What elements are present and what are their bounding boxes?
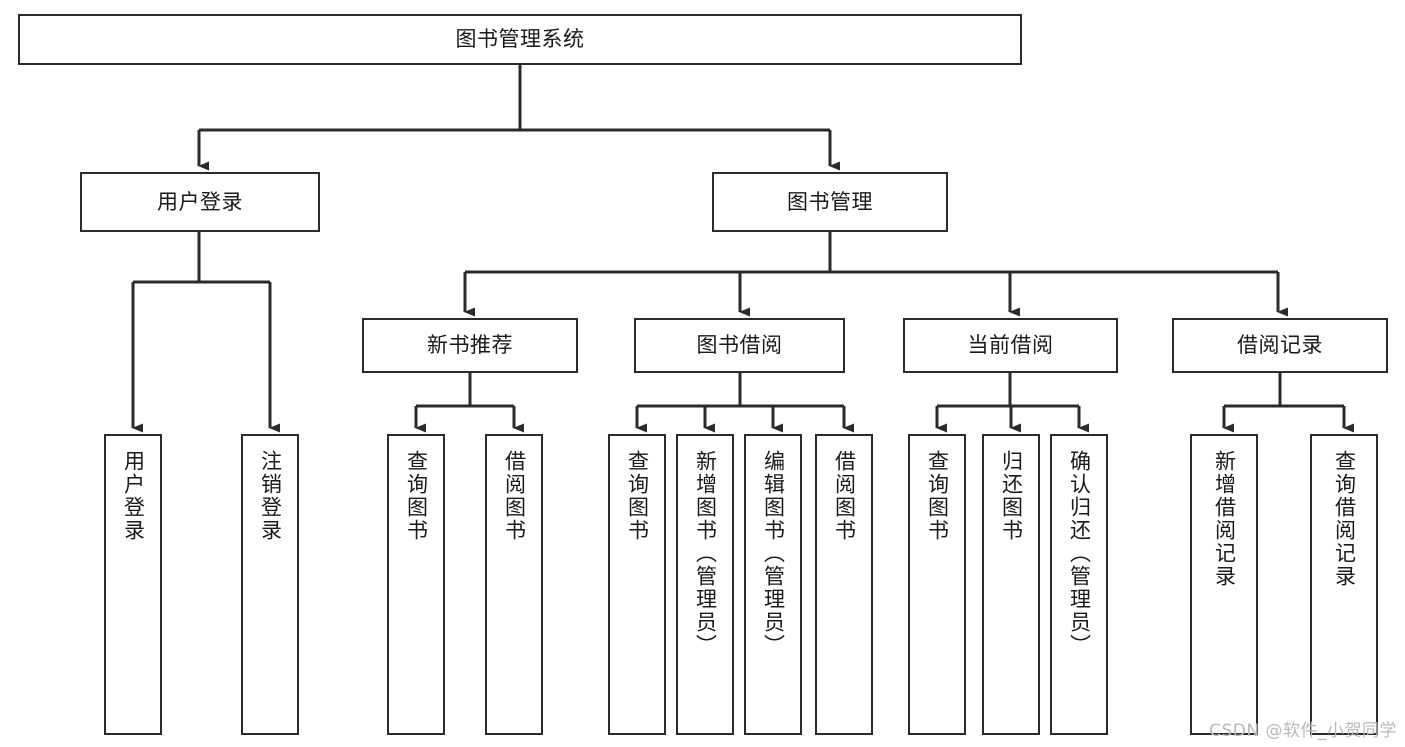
node-book-borrow-label: 图书借阅	[696, 333, 783, 358]
node-leaf-rec-query2[interactable]: 查询借阅记录	[1310, 434, 1378, 735]
node-leaf-user-logout-label: 注销登录	[258, 450, 283, 542]
node-leaf-borrow-add-label: 新增图书（管理员）	[693, 450, 718, 657]
node-leaf-rec-query[interactable]: 查询图书	[387, 434, 445, 735]
node-root[interactable]: 图书管理系统	[18, 14, 1022, 65]
node-leaf-borrow-query-label: 查询图书	[625, 450, 650, 542]
csdn-watermark: CSDN @软件_小贺同学	[1209, 721, 1397, 741]
node-leaf-rec-add[interactable]: 新增借阅记录	[1190, 434, 1258, 735]
node-leaf-rec-query2-label: 查询借阅记录	[1332, 450, 1357, 588]
node-leaf-borrow-lend[interactable]: 借阅图书	[815, 434, 873, 735]
node-current-borrow[interactable]: 当前借阅	[903, 318, 1118, 373]
node-new-book-rec[interactable]: 新书推荐	[362, 318, 578, 373]
node-leaf-borrow-edit[interactable]: 编辑图书（管理员）	[744, 434, 802, 735]
node-leaf-rec-add-label: 新增借阅记录	[1212, 450, 1237, 588]
node-borrow-record-label: 借阅记录	[1237, 333, 1323, 358]
node-leaf-cur-confirm[interactable]: 确认归还（管理员）	[1050, 434, 1108, 735]
node-new-book-rec-label: 新书推荐	[427, 333, 513, 358]
node-leaf-cur-return[interactable]: 归还图书	[982, 434, 1040, 735]
node-user-login-label: 用户登录	[157, 189, 243, 214]
node-leaf-user-login-label: 用户登录	[121, 450, 146, 542]
node-leaf-rec-query-label: 查询图书	[404, 450, 429, 542]
node-book-manage[interactable]: 图书管理	[712, 172, 948, 232]
node-leaf-borrow-query[interactable]: 查询图书	[608, 434, 666, 735]
node-root-label: 图书管理系统	[455, 27, 585, 52]
node-leaf-rec-borrow[interactable]: 借阅图书	[485, 434, 543, 735]
node-current-borrow-label: 当前借阅	[967, 333, 1054, 358]
node-leaf-user-logout[interactable]: 注销登录	[241, 434, 299, 735]
node-leaf-borrow-edit-label: 编辑图书（管理员）	[761, 450, 786, 657]
node-leaf-cur-confirm-label: 确认归还（管理员）	[1067, 450, 1092, 657]
node-leaf-cur-query[interactable]: 查询图书	[908, 434, 966, 735]
node-book-manage-label: 图书管理	[787, 189, 873, 214]
node-leaf-user-login[interactable]: 用户登录	[104, 434, 162, 735]
node-leaf-borrow-add[interactable]: 新增图书（管理员）	[676, 434, 734, 735]
node-leaf-borrow-lend-label: 借阅图书	[832, 450, 857, 542]
node-leaf-cur-return-label: 归还图书	[999, 450, 1024, 542]
node-book-borrow[interactable]: 图书借阅	[634, 318, 845, 373]
node-user-login[interactable]: 用户登录	[80, 172, 320, 232]
node-borrow-record[interactable]: 借阅记录	[1172, 318, 1388, 373]
node-leaf-rec-borrow-label: 借阅图书	[502, 450, 527, 542]
node-leaf-cur-query-label: 查询图书	[925, 450, 950, 542]
